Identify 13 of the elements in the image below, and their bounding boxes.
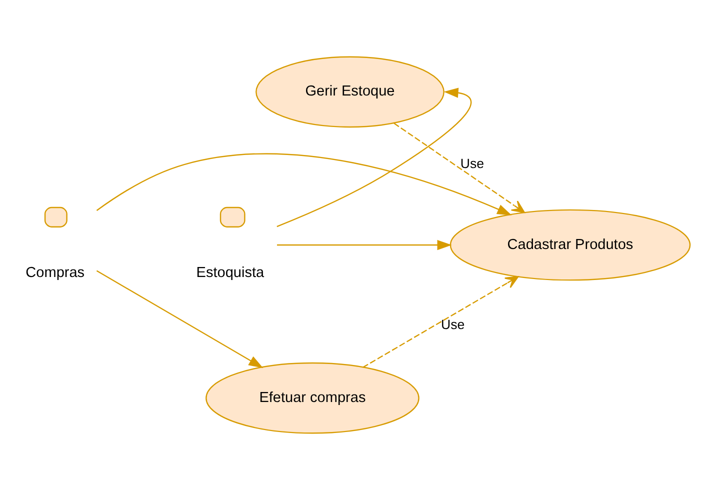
arrow <box>277 240 452 250</box>
node-label: Estoquista <box>196 265 264 282</box>
arrow <box>96 153 512 216</box>
node-ellipse: Cadastrar Produtos <box>450 209 691 281</box>
arrow <box>276 88 472 228</box>
edge-label: Use <box>441 316 465 332</box>
node-ellipse: Gerir Estoque <box>256 56 444 128</box>
node-ellipse: Efetuar compras <box>206 362 420 434</box>
arrow <box>394 122 525 214</box>
arrow <box>96 270 264 368</box>
node-label: Compras <box>26 265 85 282</box>
edge-label: Use <box>460 156 484 171</box>
arrow <box>362 276 519 368</box>
